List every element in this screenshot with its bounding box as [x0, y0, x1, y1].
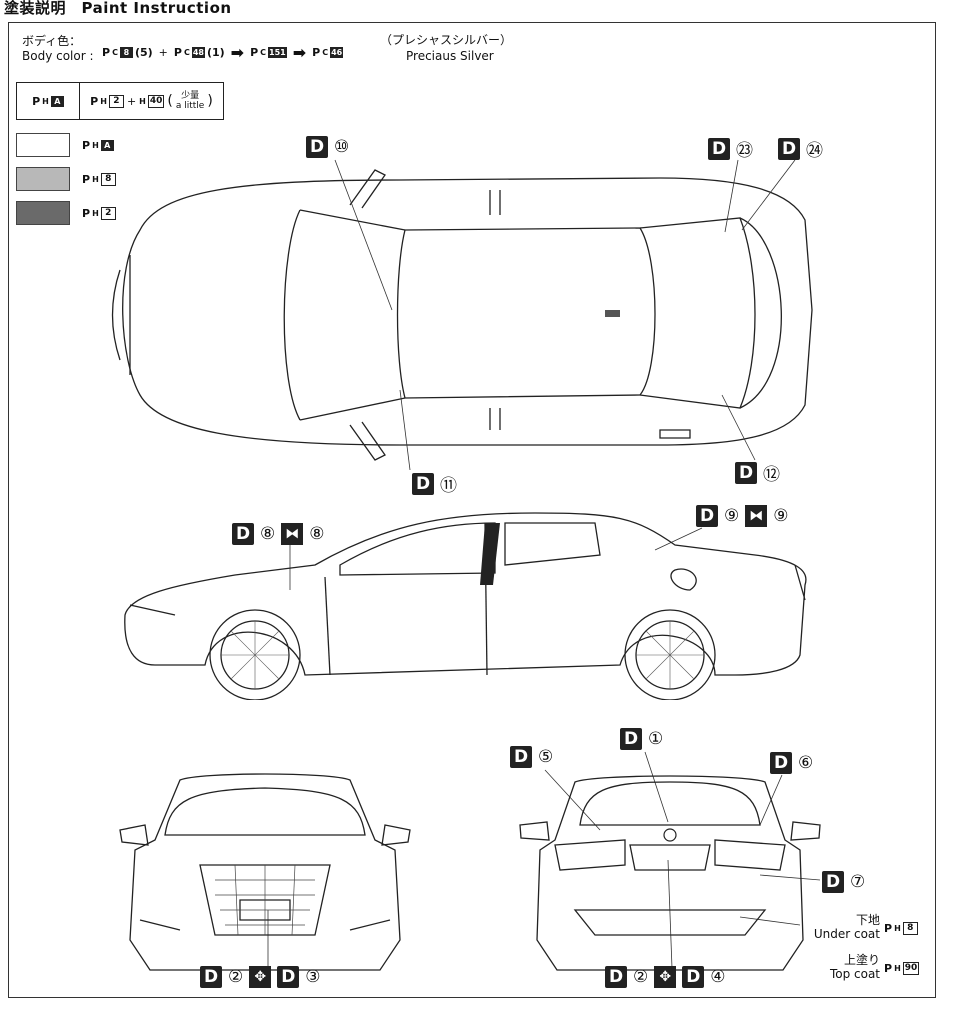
car-rear-view [515, 770, 825, 980]
color-name-en: Preciaus Silver [406, 49, 494, 63]
car-top-view [100, 160, 830, 470]
color-name-jp: （プレシャスシルバー） [380, 33, 513, 47]
mirror-icon: ⧓ [745, 505, 768, 527]
arrow-icon: ➡ [230, 43, 245, 62]
mix-note-en: a little [175, 101, 205, 111]
arrow-icon: ➡ [292, 43, 307, 62]
body-color-jp-label: ボディ色： [22, 34, 82, 48]
mirror-icon: ⧓ [281, 523, 304, 545]
top-coat-label: 上塗り Top coat [829, 953, 880, 981]
plus-sign: + [158, 46, 168, 59]
legend-swatch [16, 167, 70, 191]
mix-note-jp: 少量 [181, 91, 200, 101]
page-title: 塗装説明 Paint Instruction [4, 0, 232, 17]
instruction-frame [8, 22, 936, 998]
under-coat-label: 下地 Under coat [813, 913, 880, 941]
body-color-en-label: Body color : [22, 49, 94, 63]
car-side-view [115, 505, 815, 700]
legend-swatch [16, 133, 70, 157]
swap-icon: ✥ [654, 966, 677, 988]
legend-swatch [16, 201, 70, 225]
car-front-view [110, 770, 420, 980]
swap-icon: ✥ [249, 966, 272, 988]
